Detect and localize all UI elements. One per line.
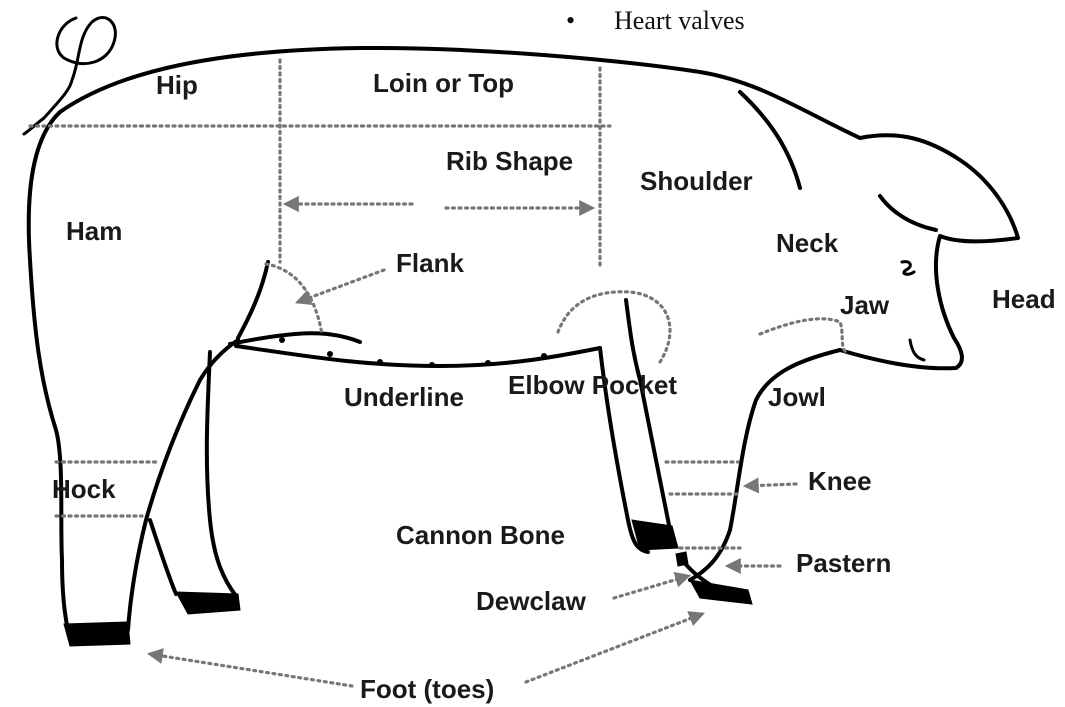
label-shoulder: Shoulder (640, 166, 753, 196)
underline-line (230, 333, 600, 366)
flank-arrow (298, 270, 384, 302)
hoof-rear-near (64, 622, 130, 646)
label-dewclaw: Dewclaw (476, 586, 587, 616)
rear-leg-second (207, 352, 236, 596)
label-elbow-pocket: Elbow Pocket (508, 370, 677, 400)
label-foot: Foot (toes) (360, 674, 494, 704)
front-leg-near-back (626, 300, 672, 540)
label-hip: Hip (156, 70, 198, 100)
label-jaw: Jaw (840, 290, 890, 320)
flank-line (238, 262, 268, 338)
hoof-rear-far (176, 592, 240, 614)
label-cannon-bone: Cannon Bone (396, 520, 565, 550)
head-outline (840, 135, 1018, 368)
rear-leg-second-back (150, 520, 176, 594)
label-rib-shape: Rib Shape (446, 146, 573, 176)
label-hock: Hock (52, 474, 116, 504)
rear-leg-inner (128, 340, 238, 630)
hoof-front-near (632, 520, 678, 550)
ear (880, 196, 936, 230)
label-flank: Flank (396, 248, 464, 278)
bullet-text: Heart valves (614, 6, 745, 35)
mouth (910, 340, 924, 360)
label-underline: Underline (344, 382, 464, 412)
ham-outline (29, 112, 68, 630)
label-knee: Knee (808, 466, 872, 496)
label-jowl: Jowl (768, 382, 826, 412)
label-loin: Loin or Top (373, 68, 514, 98)
foot-arrow-right (526, 614, 702, 682)
label-head: Head (992, 284, 1056, 314)
tail (24, 18, 115, 134)
foot-arrow-left (150, 654, 352, 686)
knee-arrow (746, 484, 796, 486)
label-neck: Neck (776, 228, 839, 258)
dotted-arrows (150, 204, 796, 686)
eye (902, 262, 914, 275)
bullet-item: • Heart valves (566, 6, 745, 35)
dewclaw-arrow (614, 576, 688, 598)
label-ham: Ham (66, 216, 122, 246)
bullet-symbol: • (566, 6, 575, 35)
dewclaw-mark (676, 552, 688, 566)
label-pastern: Pastern (796, 548, 891, 578)
dotted-guides (30, 60, 846, 548)
hoof-front-far (690, 580, 752, 604)
